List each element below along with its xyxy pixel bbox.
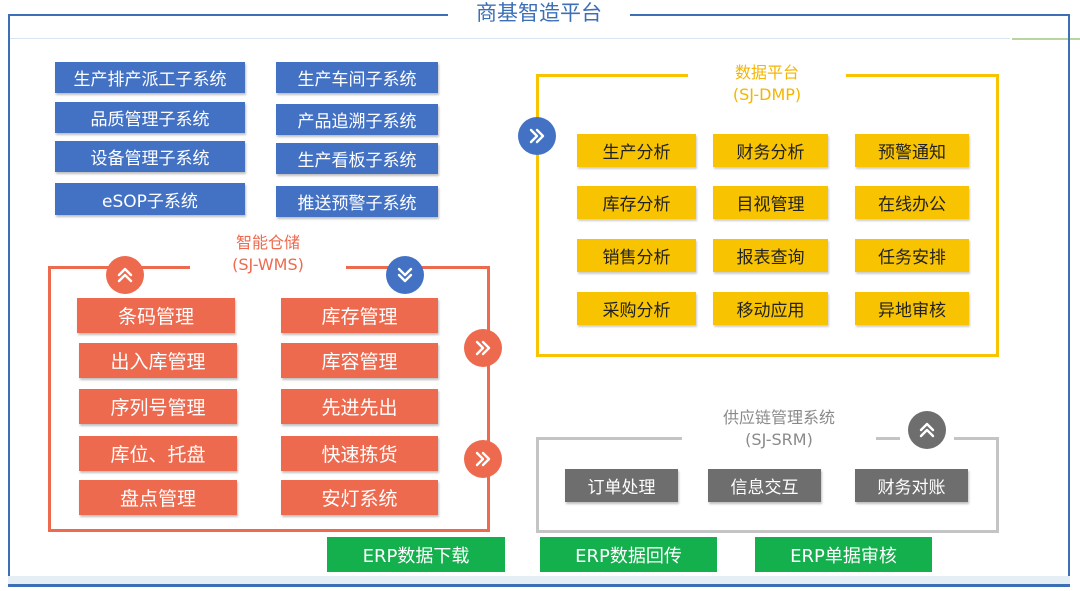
erp-upload-button[interactable]: ERP数据回传: [540, 537, 717, 572]
double-chevron-down-icon: [397, 267, 413, 283]
module-workshop[interactable]: 生产车间子系统: [276, 62, 438, 93]
wms-title-line2: (SJ-WMS): [232, 255, 304, 274]
wms-to-srm-arrow[interactable]: [464, 440, 502, 478]
wms-title-gap: [190, 262, 346, 272]
wms-title: 智能仓储 (SJ-WMS): [190, 232, 346, 276]
wms-expand-button[interactable]: [386, 256, 424, 294]
module-esop[interactable]: eSOP子系统: [55, 183, 245, 215]
dmp-entry-arrow[interactable]: [518, 117, 556, 155]
dmp-title-gap: [688, 70, 846, 80]
wms-item-fifo[interactable]: 先进先出: [281, 389, 438, 424]
dmp-item-purchase-analysis[interactable]: 采购分析: [577, 292, 696, 325]
srm-collapse-button[interactable]: [908, 411, 946, 449]
srm-title: 供应链管理系统 (SJ-SRM): [682, 407, 876, 451]
accent-line: [1012, 38, 1080, 40]
double-chevron-up-icon: [117, 267, 133, 283]
wms-item-inout[interactable]: 出入库管理: [79, 343, 237, 378]
dmp-item-report-query[interactable]: 报表查询: [713, 239, 828, 272]
srm-title-gap: [682, 433, 876, 443]
double-chevron-up-icon: [919, 422, 935, 438]
double-chevron-right-icon: [475, 451, 491, 467]
wms-item-picking[interactable]: 快速拣货: [281, 436, 438, 471]
dmp-item-inventory-analysis[interactable]: 库存分析: [577, 186, 696, 219]
wms-item-location[interactable]: 库位、托盘: [79, 436, 237, 471]
dmp-title: 数据平台 (SJ-DMP): [688, 62, 846, 106]
dmp-item-finance-analysis[interactable]: 财务分析: [713, 134, 828, 167]
wms-item-capacity[interactable]: 库容管理: [281, 343, 438, 378]
wms-item-serial[interactable]: 序列号管理: [79, 389, 237, 424]
wms-item-stocktake[interactable]: 盘点管理: [79, 480, 237, 515]
wms-item-barcode[interactable]: 条码管理: [77, 298, 235, 333]
srm-item-order[interactable]: 订单处理: [565, 469, 678, 502]
bottom-bar: [8, 576, 1070, 586]
dmp-title-line1: 数据平台: [734, 63, 799, 82]
dmp-item-mobile-app[interactable]: 移动应用: [713, 292, 828, 325]
dmp-item-sales-analysis[interactable]: 销售分析: [577, 239, 696, 272]
dmp-item-alert-notice[interactable]: 预警通知: [855, 134, 969, 167]
dmp-item-online-office[interactable]: 在线办公: [855, 186, 969, 219]
double-chevron-right-icon: [475, 340, 491, 356]
dmp-item-remote-approval[interactable]: 异地审核: [855, 292, 969, 325]
dmp-item-task-arrange[interactable]: 任务安排: [855, 239, 969, 272]
srm-title-line1: 供应链管理系统: [722, 408, 835, 427]
wms-item-andon[interactable]: 安灯系统: [281, 480, 438, 515]
module-production-scheduling[interactable]: 生产排产派工子系统: [55, 62, 245, 93]
double-chevron-right-icon: [529, 128, 545, 144]
module-alert-push[interactable]: 推送预警子系统: [276, 186, 438, 217]
module-quality[interactable]: 品质管理子系统: [55, 102, 245, 133]
wms-collapse-button[interactable]: [106, 256, 144, 294]
erp-approval-button[interactable]: ERP单据审核: [755, 537, 932, 572]
srm-item-info-exchange[interactable]: 信息交互: [708, 469, 821, 502]
srm-item-reconciliation[interactable]: 财务对账: [855, 469, 968, 502]
module-kanban[interactable]: 生产看板子系统: [276, 143, 438, 174]
title-background: [448, 0, 630, 28]
srm-title-line2: (SJ-SRM): [745, 430, 813, 449]
dmp-item-visual-management[interactable]: 目视管理: [713, 186, 828, 219]
wms-title-line1: 智能仓储: [235, 233, 300, 252]
erp-download-button[interactable]: ERP数据下载: [327, 537, 505, 572]
wms-item-inventory[interactable]: 库存管理: [281, 298, 438, 333]
module-traceability[interactable]: 产品追溯子系统: [276, 104, 438, 135]
divider-line: [10, 38, 1010, 39]
module-equipment[interactable]: 设备管理子系统: [55, 141, 245, 172]
dmp-title-line2: (SJ-DMP): [732, 85, 802, 104]
dmp-item-production-analysis[interactable]: 生产分析: [577, 134, 696, 167]
page-title: 商基智造平台: [476, 1, 602, 25]
wms-to-dmp-arrow[interactable]: [464, 329, 502, 367]
